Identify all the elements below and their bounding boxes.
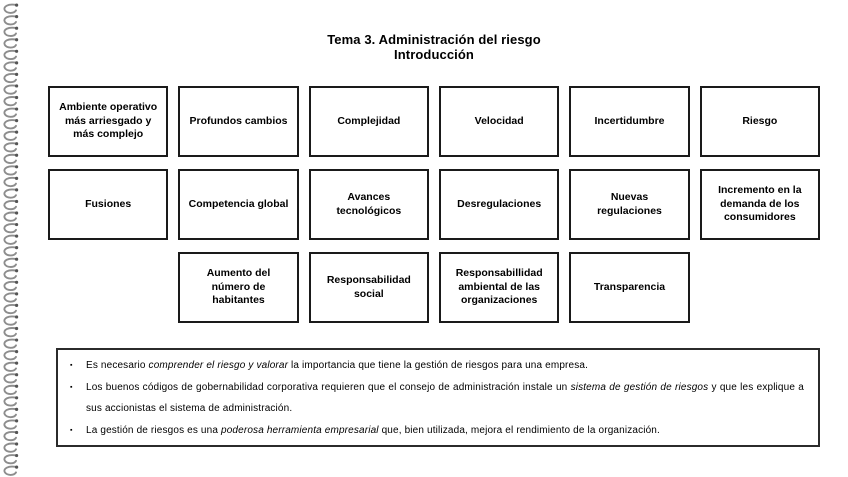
bullet-text-segment: Los buenos códigos de gobernabilidad cor… <box>86 382 571 393</box>
bullet-text-segment-italic: sistema de gestión de riesgos <box>570 382 709 393</box>
concept-box-profundos-cambios: Profundos cambios <box>178 86 299 157</box>
concept-grid: Ambiente operativo más arriesgado y más … <box>48 86 820 323</box>
concept-box-transparencia: Transparencia <box>569 252 690 323</box>
concept-box-ambiente-operativo: Ambiente operativo más arriesgado y más … <box>48 86 169 157</box>
bullet-text-segment: que, bien utilizada, mejora el rendimien… <box>378 425 660 436</box>
concept-box-riesgo: Riesgo <box>699 86 820 157</box>
bullet-text-segment-italic: comprender el riesgo y valorar <box>148 360 289 371</box>
page-title: Tema 3. Administración del riesgo Introd… <box>48 32 820 62</box>
bullet-marker-icon: ▪ <box>70 384 73 391</box>
bullet-item: ▪ La gestión de riesgos es una poderosa … <box>68 420 804 441</box>
concept-box-responsabilidad-social: Responsabilidad social <box>308 252 429 323</box>
bullet-text-segment: Es necesario <box>86 360 149 371</box>
title-line-2: Introducción <box>394 47 474 62</box>
bullet-text-segment: la importancia que tiene la gestión de r… <box>288 360 589 371</box>
concept-box-nuevas-regulaciones: Nuevas regulaciones <box>569 169 690 240</box>
concept-box-fusiones: Fusiones <box>48 169 169 240</box>
concept-box-incertidumbre: Incertidumbre <box>569 86 690 157</box>
bullet-text-segment: La gestión de riesgos es una <box>86 425 221 436</box>
bullet-text: Es necesario comprender el riesgo y valo… <box>86 355 804 376</box>
concept-box-complejidad: Complejidad <box>308 86 429 157</box>
concept-box-incremento-demanda: Incremento en la demanda de los consumid… <box>699 169 820 240</box>
concept-box-competencia-global: Competencia global <box>178 169 299 240</box>
bullet-item: ▪ Es necesario comprender el riesgo y va… <box>68 355 804 376</box>
notes-box: ▪ Es necesario comprender el riesgo y va… <box>56 348 820 447</box>
bullet-item: ▪ Los buenos códigos de gobernabilidad c… <box>68 377 804 419</box>
concept-box-aumento-habitantes: Aumento del número de habitantes <box>178 252 299 323</box>
bullet-marker-icon: ▪ <box>70 427 73 434</box>
title-line-1: Tema 3. Administración del riesgo <box>327 32 541 47</box>
concept-box-desregulaciones: Desregulaciones <box>439 169 560 240</box>
spiral-binding-icon <box>3 2 20 476</box>
bullet-text: La gestión de riesgos es una poderosa he… <box>86 420 804 441</box>
bullet-text: Los buenos códigos de gobernabilidad cor… <box>86 377 804 419</box>
concept-box-velocidad: Velocidad <box>439 86 560 157</box>
bullet-text-segment: y que les explique a sus accionistas el … <box>86 382 804 414</box>
bullet-marker-icon: ▪ <box>70 362 73 369</box>
concept-box-avances-tecnologicos: Avances tecnológicos <box>308 169 429 240</box>
bullet-text-segment-italic: poderosa herramienta empresarial <box>221 425 379 436</box>
concept-box-responsabilidad-ambiental: Responsabillidad ambiental de las organi… <box>439 252 560 323</box>
